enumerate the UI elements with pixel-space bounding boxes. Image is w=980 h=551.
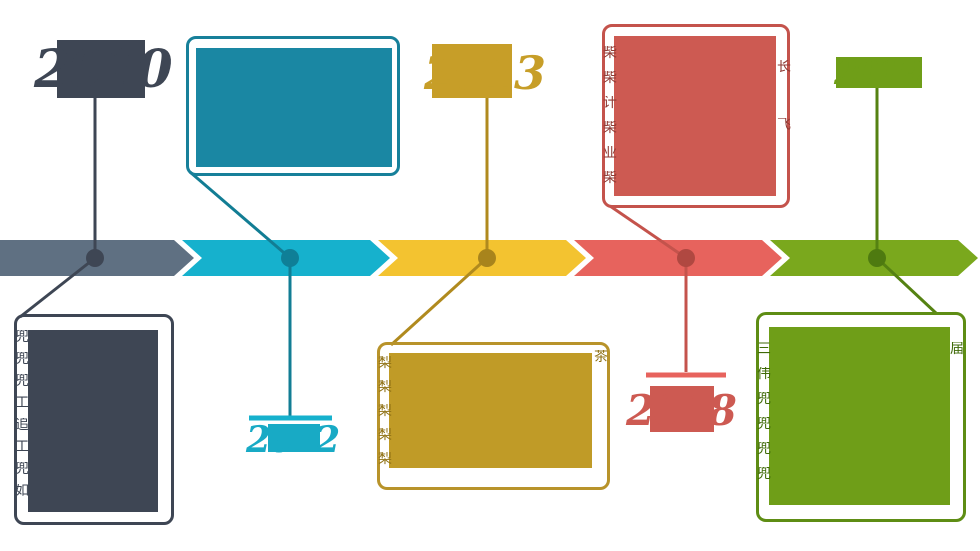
timeline-dot-2019 (868, 249, 886, 267)
content-box-outline-2012 (186, 36, 400, 176)
content-box-2012 (196, 48, 392, 167)
content-box-outline-2019 (756, 312, 966, 522)
year-label-2018: 2018 (626, 386, 737, 435)
box-text-fragment: 梨 (378, 428, 392, 442)
box-text-fragment: 茶 (594, 350, 608, 364)
box-text-fragment: 计 (603, 96, 617, 110)
connector-2010-to-box (19, 256, 96, 319)
year-marker-2019 (836, 57, 922, 88)
box-text-fragment: 柴 (603, 46, 617, 60)
year-label-2019: 2019 (834, 53, 923, 93)
box-text-fragment: 柴 (603, 171, 617, 185)
year-label-2013: 2013 (424, 46, 546, 100)
box-text-fragment: 届 (950, 342, 964, 356)
year-label-2010: 2010 (34, 39, 173, 100)
box-text-fragment: 柴 (603, 121, 617, 135)
box-text-fragment: 业 (603, 146, 617, 160)
content-box-2013 (389, 353, 592, 468)
box-text-fragment: 梨 (378, 356, 392, 370)
timeline-dot-2013 (478, 249, 496, 267)
box-text-fragment: 三 (757, 342, 771, 356)
box-text-fragment: 兜 (757, 392, 771, 406)
box-text-fragment: 梨 (378, 404, 392, 418)
box-text-fragment: 如 (15, 484, 29, 498)
content-box-outline-2018 (602, 24, 790, 208)
connector-2018-from-box (609, 204, 687, 260)
box-text-fragment: 伟 (757, 367, 771, 381)
box-text-fragment: 兜 (15, 330, 29, 344)
content-box-2018 (614, 36, 776, 196)
content-box-outline-2010 (14, 314, 174, 525)
box-text-fragment: 梨 (378, 380, 392, 394)
box-text-fragment: 兜 (757, 417, 771, 431)
box-text-fragment: 追 (15, 418, 29, 432)
year-marker-2012 (268, 424, 320, 452)
connector-2013-to-box (389, 256, 489, 347)
content-box-outline-2013 (377, 342, 610, 490)
box-text-fragment: 兜 (15, 462, 29, 476)
box-text-fragment: 兜 (757, 442, 771, 456)
year-label-2012: 2012 (246, 419, 340, 461)
box-text-fragment: 兜 (15, 374, 29, 388)
box-text-fragment: 工 (15, 440, 29, 454)
box-text-fragment: 柴 (603, 71, 617, 85)
timeline-dot-2010 (86, 249, 104, 267)
timeline-dot-2018 (677, 249, 695, 267)
box-text-fragment: 飞 (777, 118, 791, 132)
box-text-fragment: 梨 (378, 452, 392, 466)
connector-2019-to-box (875, 256, 939, 316)
content-box-2010 (28, 330, 158, 512)
box-text-fragment: 工 (15, 396, 29, 410)
box-text-fragment: 兜 (15, 352, 29, 366)
timeline-dot-2012 (281, 249, 299, 267)
year-marker-2018 (650, 386, 714, 432)
content-box-2019 (769, 327, 950, 505)
connector-2012-from-box (189, 170, 291, 260)
year-marker-2010 (57, 40, 145, 98)
box-text-fragment: 兜 (757, 467, 771, 481)
box-text-fragment: 长 (777, 60, 791, 74)
year-marker-2013 (432, 44, 512, 98)
